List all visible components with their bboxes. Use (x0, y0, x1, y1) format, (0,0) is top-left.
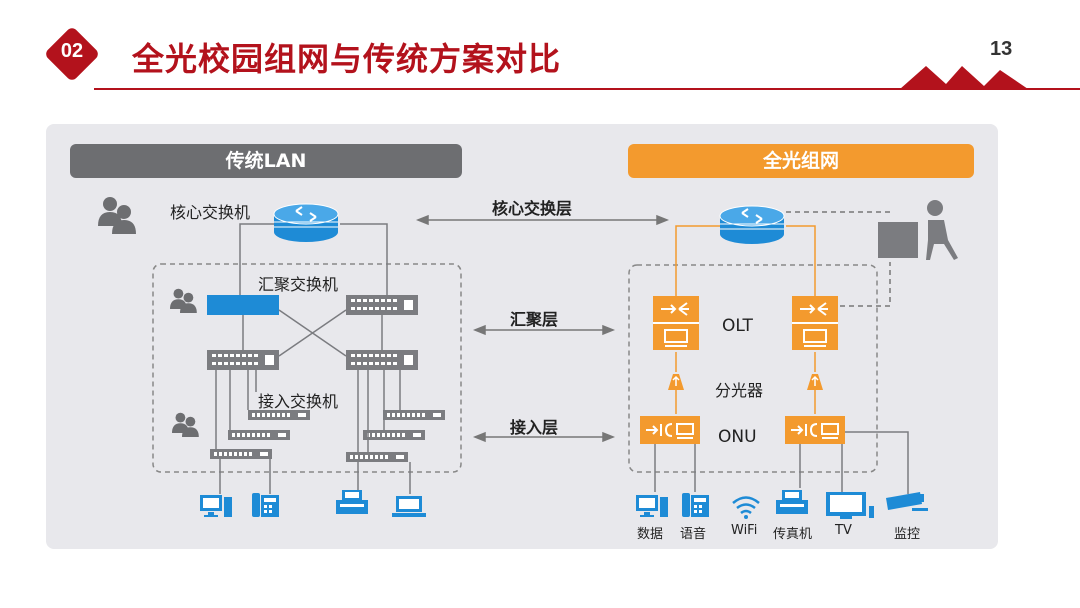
core-layer-label: 核心交换层 (492, 199, 573, 218)
terminal-label-monitor: 监控 (894, 527, 921, 542)
core-switch-right-icon (719, 205, 785, 245)
olt-right-icon (791, 295, 839, 351)
fax-icon-right (776, 490, 808, 514)
fax-icon-left (336, 490, 368, 514)
terminal-label-fax: 传真机 (773, 527, 813, 542)
section-badge (46, 28, 98, 80)
terminal-label-wifi: WiFi (731, 523, 758, 538)
olt-left-icon (652, 295, 700, 351)
splitter-left-icon (667, 373, 685, 391)
traditional-lan-header: 传统LAN (70, 144, 462, 178)
all-optical-header: 全光组网 (628, 144, 974, 178)
terminal-label-tv: TV (835, 523, 852, 538)
pc-icon-left (200, 495, 232, 517)
splitter-right-icon (806, 373, 824, 391)
page-title: 全光校园组网与传统方案对比 (132, 40, 562, 78)
core-switch-label: 核心交换机 (170, 203, 251, 222)
users-icon-mid (170, 288, 197, 313)
comparison-panel (46, 124, 998, 549)
terminal-label-data: 数据 (637, 527, 664, 542)
users-icon-bottom (172, 412, 199, 437)
onu-left-icon (639, 415, 701, 445)
core-switch-left-icon (273, 203, 339, 243)
access-switch-label: 接入交换机 (258, 392, 339, 411)
aggregation-layer-label: 汇聚层 (510, 310, 559, 329)
camera-icon (886, 492, 928, 511)
voice-phone-icon (682, 493, 709, 517)
olt-label: OLT (722, 316, 753, 336)
wifi-icon (732, 496, 760, 519)
terminal-label-voice: 语音 (680, 527, 707, 542)
access-layer-label: 接入层 (510, 418, 559, 437)
admin-desk-icon (878, 200, 958, 260)
section-number: 02 (60, 40, 84, 62)
splitter-label: 分光器 (715, 381, 764, 400)
tv-icon (826, 492, 874, 519)
data-pc-icon (636, 495, 668, 517)
laptop-icon-left (392, 496, 426, 517)
page-number: 13 (990, 38, 1013, 60)
users-icon-top (98, 197, 136, 234)
aggregation-switch-label: 汇聚交换机 (258, 275, 339, 294)
phone-icon-left (252, 493, 279, 517)
onu-right-icon (784, 415, 846, 445)
onu-label: ONU (718, 427, 757, 447)
